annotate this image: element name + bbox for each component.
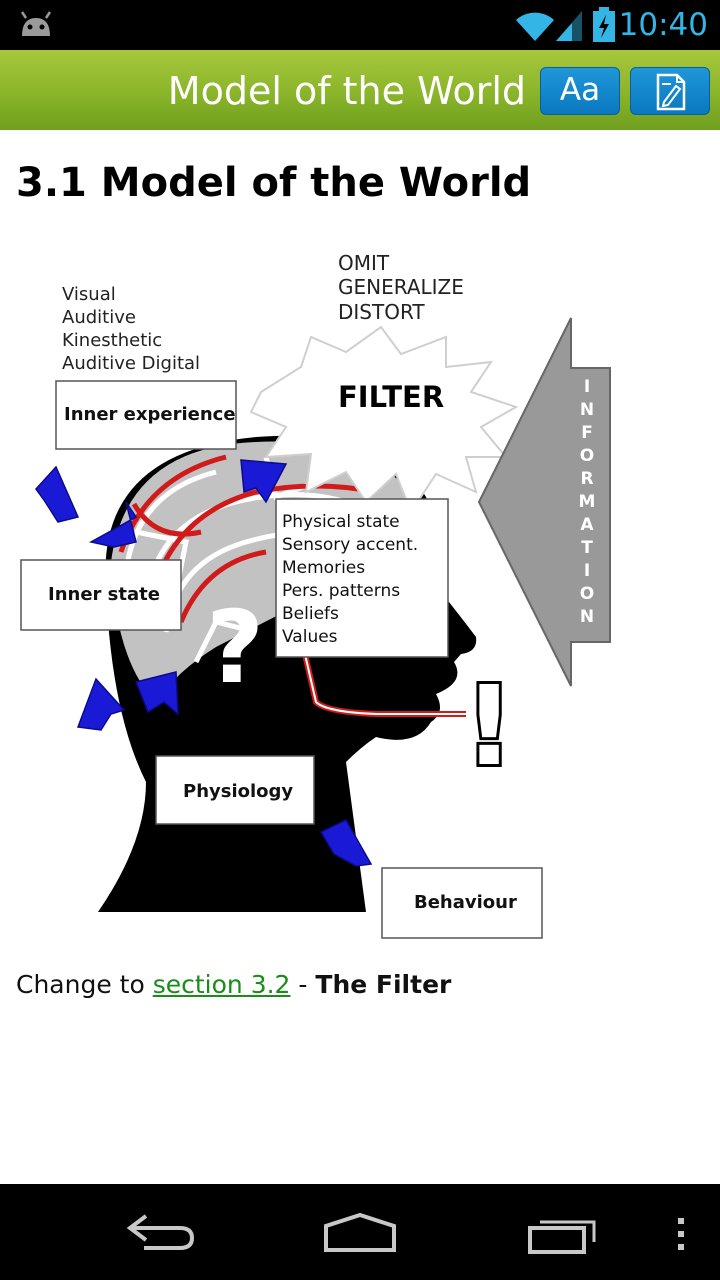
filter-starburst: [249, 325, 519, 515]
note-button[interactable]: [630, 67, 710, 115]
inner-state-label: Inner state: [48, 584, 160, 605]
factor-personal-patterns: Pers. patterns: [282, 581, 400, 601]
channel-auditive: Auditive: [62, 307, 136, 328]
action-bar: Model of the World Aa: [0, 50, 720, 130]
font-size-button[interactable]: Aa: [540, 67, 620, 115]
inner-state-box: [20, 559, 182, 631]
action-bar-title: Model of the World: [167, 69, 526, 113]
clock: 10:40: [618, 7, 708, 43]
flow-arrows: [35, 459, 373, 867]
android-notification-icon: [20, 11, 52, 36]
physiology-label: Physiology: [183, 781, 293, 802]
note-edit-icon: [656, 73, 686, 111]
section-navigation-text: Change to section 3.2 - The Filter: [16, 970, 451, 999]
model-diagram: ? ! FILTER OMIT GENERALIZE DISTORT Visua…: [20, 251, 611, 939]
svg-text:F: F: [581, 423, 593, 443]
battery-charging-icon: [593, 7, 615, 42]
wifi-icon: [516, 12, 554, 41]
signal-icon: [556, 11, 582, 41]
svg-text:I: I: [584, 561, 590, 581]
svg-text:O: O: [580, 584, 594, 604]
page-title: 3.1 Model of the World: [16, 160, 532, 206]
information-letters: I N F O R M A T I O N: [579, 377, 596, 627]
footer-separator: -: [290, 970, 316, 999]
svg-text:T: T: [581, 538, 593, 558]
inner-experience-box: [55, 380, 237, 450]
exclamation-mark: !: [464, 662, 514, 790]
svg-text:M: M: [579, 492, 596, 512]
factor-values: Values: [282, 627, 338, 647]
factor-beliefs: Beliefs: [282, 604, 339, 624]
home-icon[interactable]: [322, 1212, 398, 1254]
factor-sensory-accent: Sensory accent.: [282, 535, 418, 555]
back-icon[interactable]: [124, 1212, 196, 1252]
next-section-title: The Filter: [315, 970, 452, 999]
svg-text:N: N: [580, 607, 594, 627]
section-3-2-link[interactable]: section 3.2: [152, 970, 291, 999]
filter-label: FILTER: [338, 380, 444, 414]
footer-prefix: Change to: [16, 970, 153, 999]
behaviour-label: Behaviour: [414, 892, 517, 913]
physiology-box: [155, 755, 315, 825]
filter-action-distort: DISTORT: [338, 300, 425, 324]
overflow-menu-icon[interactable]: [674, 1216, 688, 1252]
inner-experience-label: Inner experience: [64, 404, 236, 425]
factor-physical-state: Physical state: [282, 512, 400, 532]
information-arrow: [477, 317, 611, 687]
channel-auditive-digital: Auditive Digital: [62, 353, 200, 374]
svg-text:I: I: [584, 377, 590, 397]
svg-text:A: A: [580, 515, 594, 535]
filter-factors-box: [275, 498, 449, 658]
recent-apps-icon[interactable]: [526, 1214, 598, 1254]
navigation-bar: [0, 1184, 720, 1280]
filter-action-generalize: GENERALIZE: [338, 275, 464, 299]
model-of-the-world-figure: ? ! FILTER OMIT GENERALIZE DISTORT Visua…: [16, 242, 616, 942]
svg-text:O: O: [580, 446, 594, 466]
question-mark: ?: [206, 589, 264, 706]
channel-visual: Visual: [62, 284, 116, 305]
factor-memories: Memories: [282, 558, 365, 578]
filter-action-omit: OMIT: [338, 251, 390, 275]
svg-text:R: R: [580, 469, 593, 489]
status-bar: 10:40: [0, 0, 720, 50]
svg-text:N: N: [580, 400, 594, 420]
channel-kinesthetic: Kinesthetic: [62, 330, 162, 351]
behaviour-box: [381, 867, 543, 939]
